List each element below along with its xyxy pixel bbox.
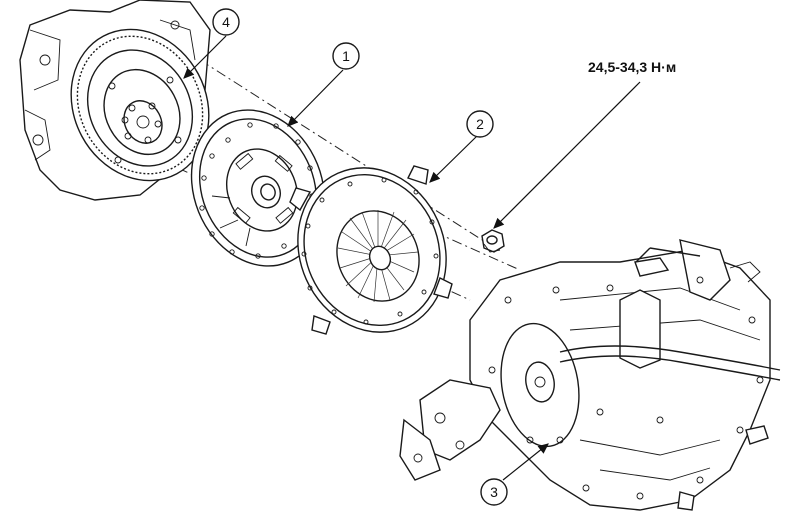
- clutch-disc: [190, 109, 326, 267]
- flywheel-assembly: [19, 0, 211, 201]
- callout-clutch-disc: 1: [332, 42, 360, 70]
- callout-label-pressure-plate: 2: [476, 116, 484, 132]
- callout-pressure-plate: 2: [466, 110, 494, 138]
- pressure-plate: [289, 165, 453, 335]
- torque-spec-label: 24,5-34,3 Н·м: [588, 59, 676, 75]
- callout-label-flywheel: 4: [222, 14, 230, 30]
- pressure-plate-bolt: [481, 229, 505, 253]
- callout-leaders: [183, 35, 641, 481]
- callout-label-clutch-disc: 1: [342, 48, 350, 64]
- transmission-assembly: [399, 239, 781, 511]
- flywheel-hub: [123, 100, 163, 144]
- callout-flywheel: 4: [212, 8, 240, 36]
- callout-label-transmission: 3: [490, 484, 498, 500]
- callout-transmission: 3: [480, 478, 508, 506]
- clutch-disc-hub: [251, 175, 281, 209]
